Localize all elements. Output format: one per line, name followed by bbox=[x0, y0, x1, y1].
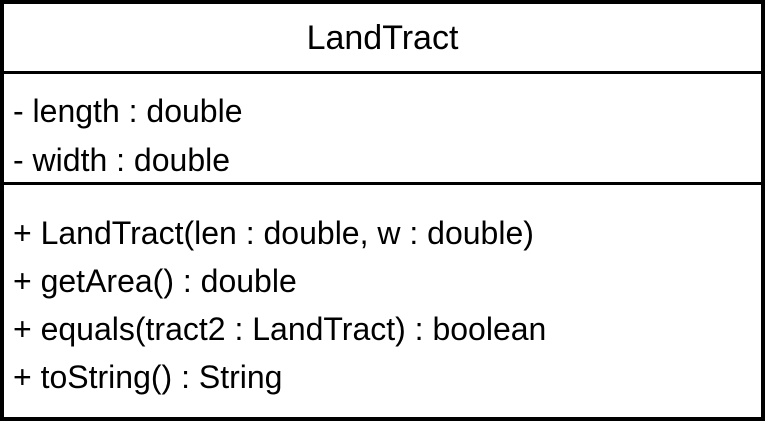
operations-compartment: + LandTract(len : double, w : double) + … bbox=[4, 185, 761, 417]
operation-to-string: + toString() : String bbox=[13, 359, 283, 395]
class-name-compartment: LandTract bbox=[4, 4, 761, 74]
operation-get-area: + getArea() : double bbox=[13, 263, 297, 299]
class-name: LandTract bbox=[306, 18, 459, 57]
attribute-width: - width : double bbox=[13, 142, 231, 178]
attribute-length: - length : double bbox=[13, 93, 243, 129]
operation-equals: + equals(tract2 : LandTract) : boolean bbox=[13, 311, 547, 347]
attributes-compartment: - length : double - width : double bbox=[4, 74, 761, 185]
operation-constructor: + LandTract(len : double, w : double) bbox=[13, 215, 534, 251]
